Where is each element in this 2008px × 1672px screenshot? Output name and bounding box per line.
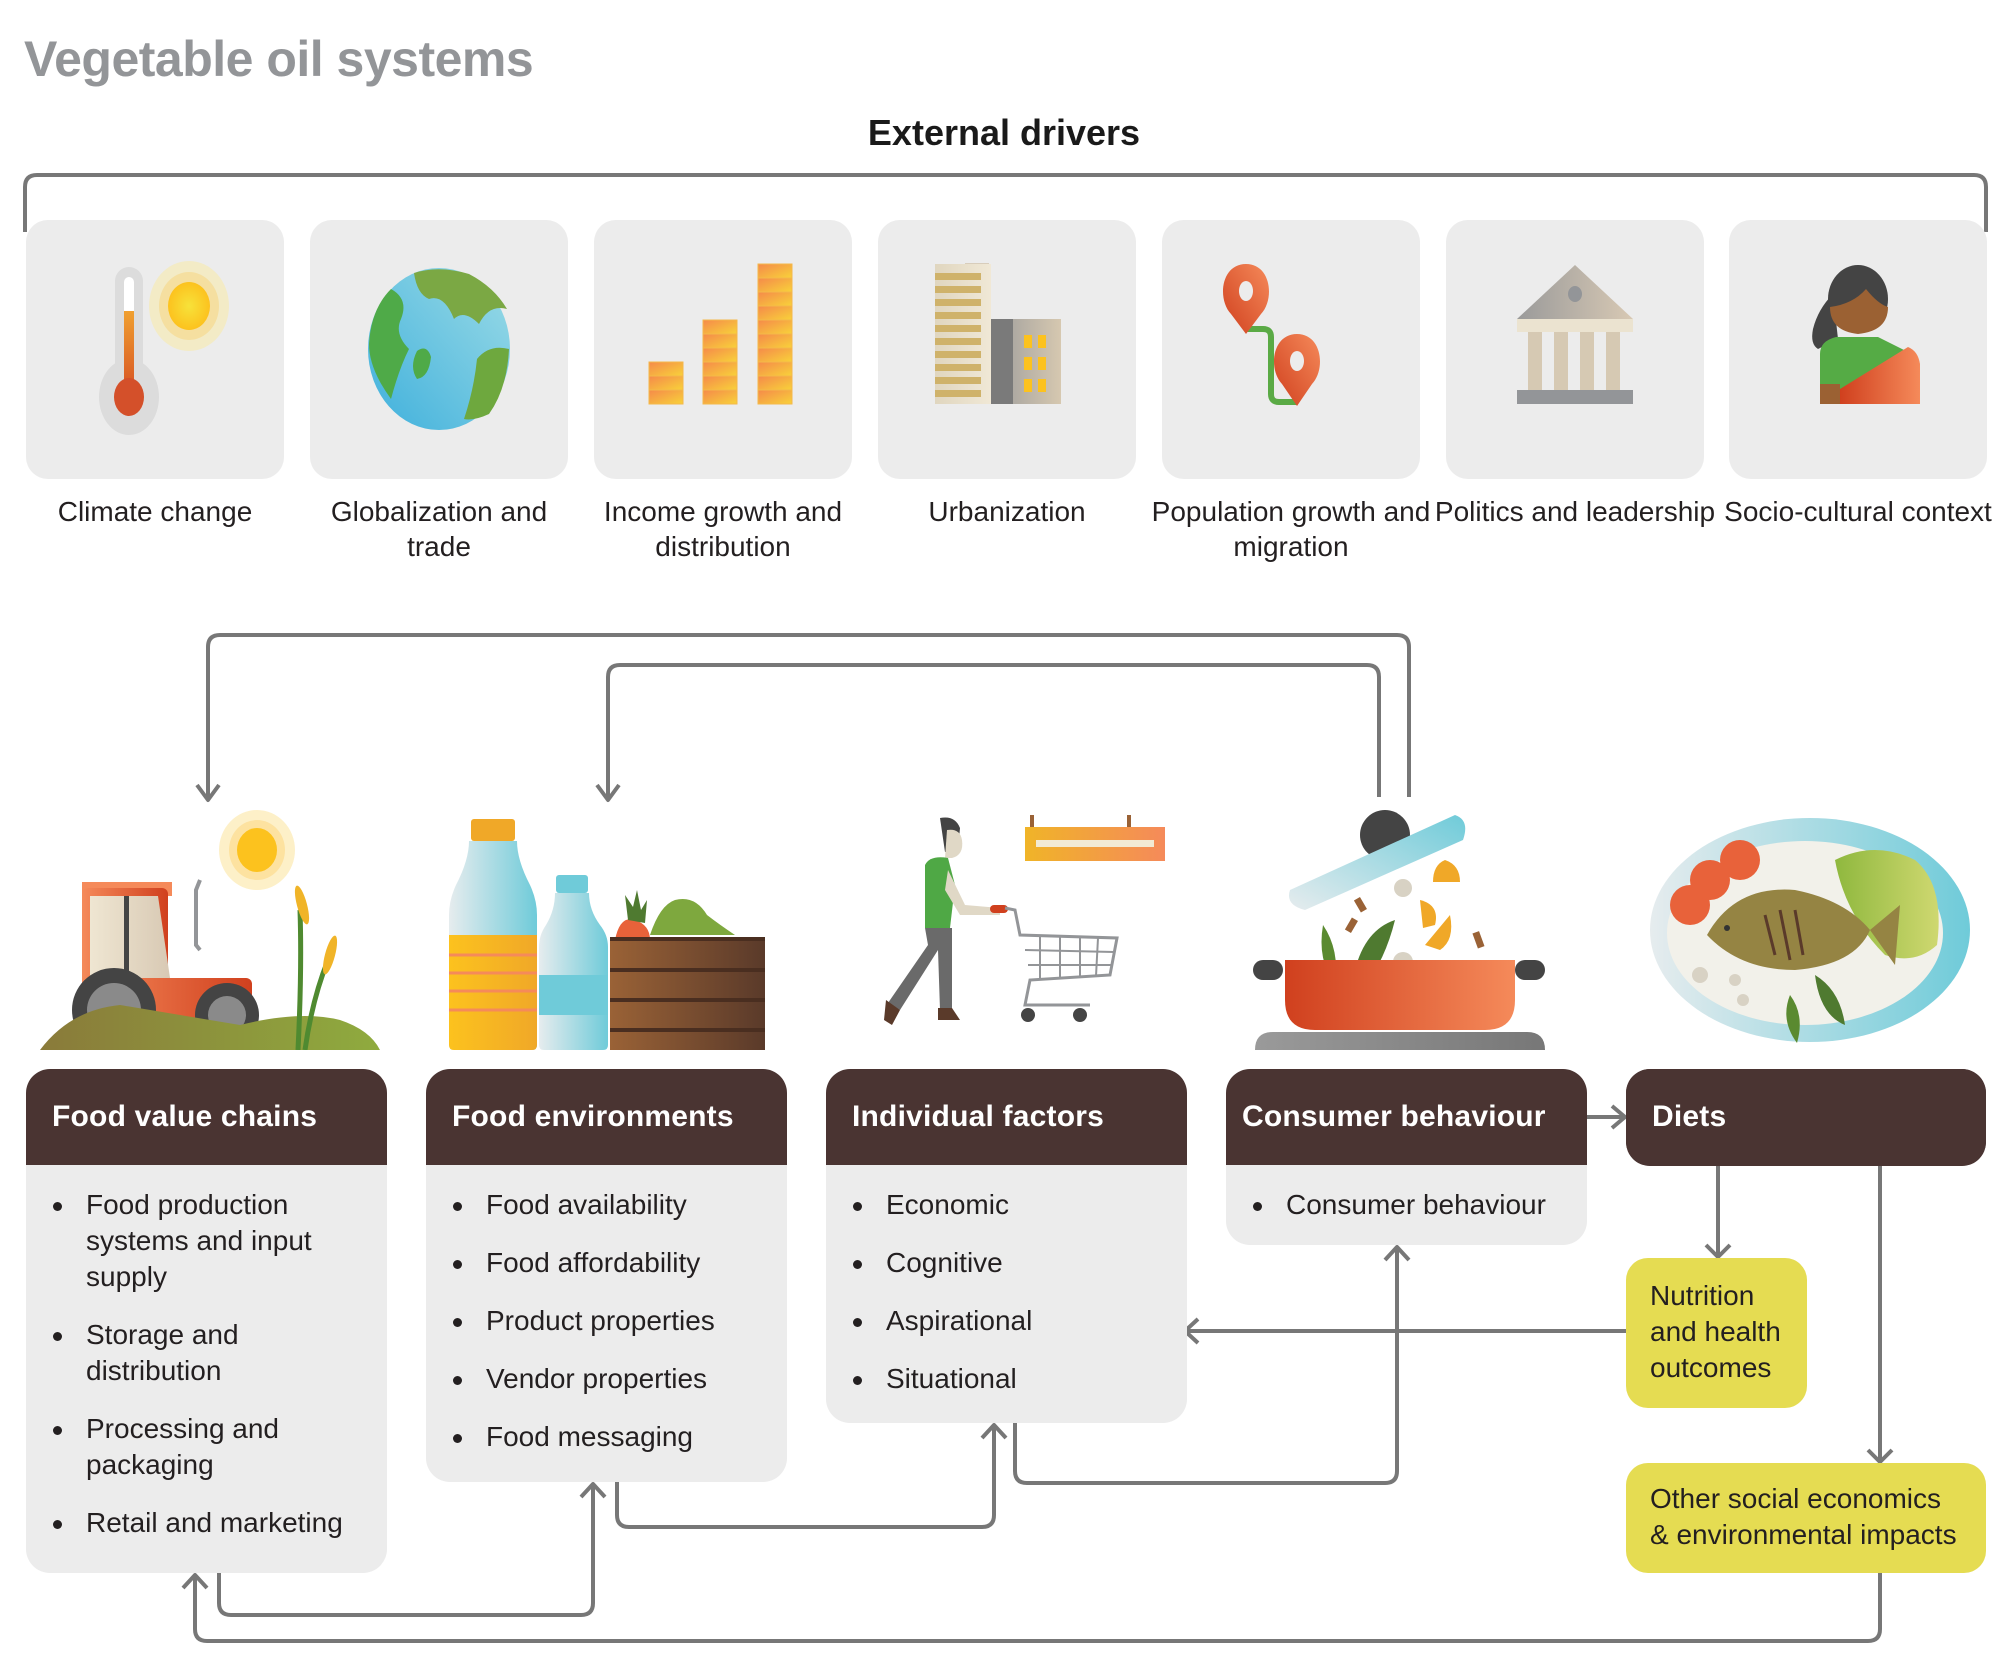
box-individual-factors: Individual factors Economic Cognitive As… (826, 1069, 1187, 1423)
driver-card-climate-change (26, 220, 284, 479)
arrow-consumer-to-food-environments (606, 663, 1381, 798)
bullet-list: Economic Cognitive Aspirational Situatio… (826, 1165, 1187, 1397)
shopper-with-cart-icon (884, 815, 1165, 1025)
arrowhead-value-chains-bottom (181, 1573, 209, 1590)
driver-label: Socio-cultural context (1724, 496, 1992, 527)
woman-in-sari-icon (1812, 265, 1920, 404)
arrowhead-nutrition (1704, 1243, 1732, 1259)
list-item: Food messaging (452, 1419, 769, 1455)
list-item: Situational (852, 1361, 1169, 1397)
box-diets: Diets (1626, 1069, 1986, 1166)
list-item: Retail and marketing (52, 1505, 369, 1541)
list-item: Economic (852, 1187, 1169, 1223)
box-title: Consumer behaviour (1226, 1069, 1587, 1165)
list-item: Product properties (452, 1303, 769, 1339)
box-title: Individual factors (826, 1069, 1187, 1165)
external-drivers-heading: External drivers (867, 112, 1141, 153)
driver-card-socio-cultural (1729, 220, 1987, 479)
cooking-pot-icon (1253, 810, 1545, 1050)
arrowhead-individual-bottom (980, 1423, 1008, 1440)
arrowhead-consumer-bottom (1383, 1245, 1411, 1262)
list-item: Processing and packaging (52, 1411, 369, 1483)
list-item: Food affordability (452, 1245, 769, 1281)
arrowhead-other-impacts (1866, 1448, 1894, 1464)
bullet-list: Food availability Food affordability Pro… (426, 1165, 787, 1455)
arrowhead-food-env-bottom (579, 1482, 607, 1499)
list-item: Vendor properties (452, 1361, 769, 1397)
list-item: Consumer behaviour (1252, 1187, 1569, 1223)
map-pins-route-icon (1223, 264, 1320, 406)
driver-label: Population growth and migration (1151, 496, 1431, 562)
list-item: Food production systems and input supply (52, 1187, 369, 1295)
list-item: Food availability (452, 1187, 769, 1223)
driver-card-urbanization (878, 220, 1136, 479)
box-title: Food value chains (26, 1069, 387, 1165)
box-consumer-behaviour: Consumer behaviour Consumer behaviour (1226, 1069, 1587, 1245)
driver-card-globalization (310, 220, 568, 479)
list-item: Aspirational (852, 1303, 1169, 1339)
list-item: Cognitive (852, 1245, 1169, 1281)
bullet-list: Consumer behaviour (1226, 1165, 1587, 1223)
oil-bottles-produce-crate-icon (449, 819, 765, 1050)
arrowhead-food-environments-top (595, 783, 621, 802)
outcome-other-impacts: Other social economics & environmental i… (1626, 1463, 1986, 1573)
box-title: Diets (1626, 1069, 1986, 1165)
box-food-value-chains: Food value chains Food production system… (26, 1069, 387, 1573)
tractor-field-icon (40, 810, 380, 1050)
list-item: Storage and distribution (52, 1317, 369, 1389)
bullet-list: Food production systems and input supply… (26, 1165, 387, 1541)
page-title: Vegetable oil systems (24, 31, 534, 87)
arrowhead-value-chains-top (195, 783, 221, 802)
driver-card-income (594, 220, 852, 479)
arrow-consumer-to-value-chains (206, 633, 1411, 798)
globe-icon (368, 268, 510, 430)
driver-label: Politics and leadership (1434, 496, 1716, 527)
driver-label: Income growth and distribution (603, 496, 843, 562)
fish-plate-icon (1650, 818, 1970, 1043)
outcome-nutrition-health: Nutrition and health outcomes (1626, 1258, 1807, 1408)
driver-label: Climate change (57, 496, 253, 527)
driver-label: Globalization and trade (330, 496, 548, 562)
driver-label: Urbanization (928, 496, 1086, 527)
thermometer-sun-icon (99, 261, 229, 435)
box-title: Food environments (426, 1069, 787, 1165)
coin-stacks-icon (648, 263, 793, 405)
government-building-icon (1517, 265, 1633, 404)
buildings-icon (935, 263, 1061, 404)
arrow-other-impacts-to-value-chains (193, 1573, 1882, 1643)
driver-card-population (1162, 220, 1420, 479)
arrowhead-diets (1610, 1104, 1627, 1130)
box-food-environments: Food environments Food availability Food… (426, 1069, 787, 1482)
driver-card-politics (1446, 220, 1704, 479)
